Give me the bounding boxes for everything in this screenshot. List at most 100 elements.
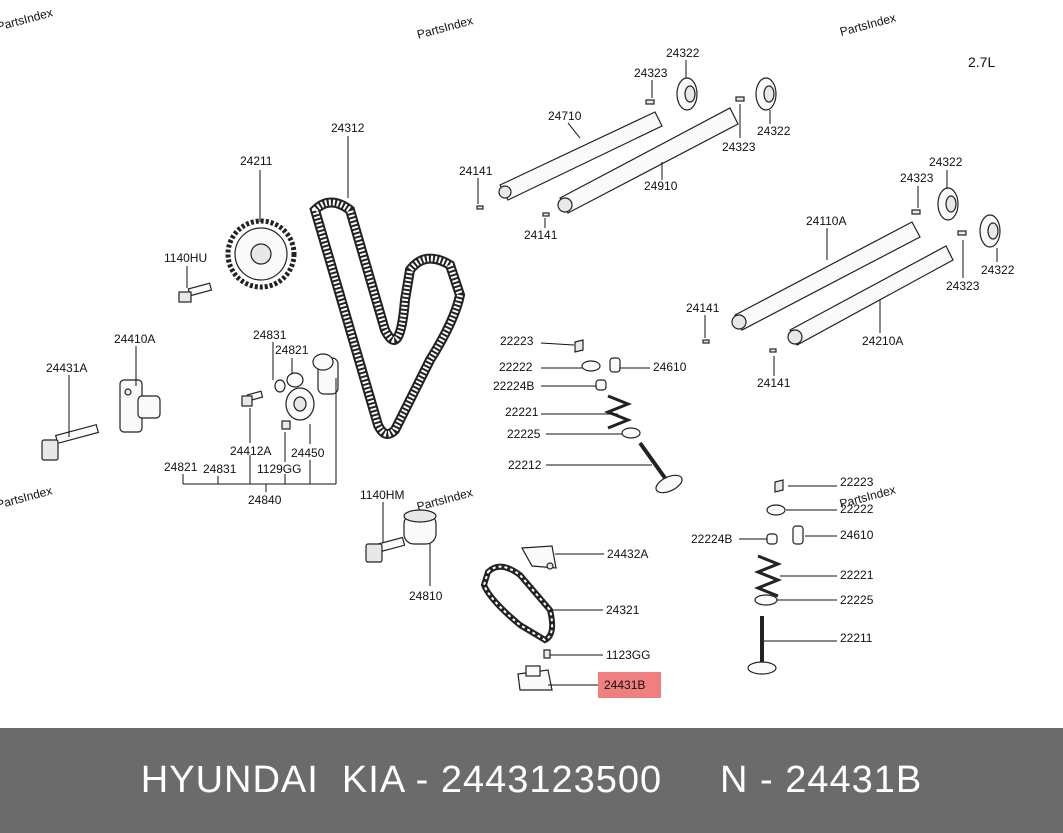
tensioner-24431b-drawing (517, 665, 553, 691)
key-24323-d (957, 230, 967, 236)
label-22221-a: 22221 (505, 405, 539, 419)
label-1140hm: 1140HM (360, 488, 404, 502)
lifter-24610-b-drawing (792, 525, 804, 545)
label-24831: 24831 (253, 328, 287, 342)
washer-24831-drawing (274, 379, 286, 393)
pin-24141-b (542, 212, 550, 217)
valve-22211-drawing (747, 616, 777, 675)
footer-brand-number: HYUNDAI KIA - 2443123500 (140, 759, 663, 801)
label-24410a: 24410A (114, 332, 155, 346)
bolt-24412a-drawing (241, 390, 264, 407)
label-24141-a: 24141 (459, 164, 493, 178)
bolt-1123gg-drawing (543, 649, 551, 659)
keeper-22223-b-drawing (774, 479, 784, 493)
label-24210a: 24210A (862, 334, 903, 348)
idler-24450-drawing (285, 353, 339, 421)
label-22222-b: 22222 (840, 502, 874, 516)
seat-22225-b-drawing (754, 594, 778, 606)
label-22223-b: 22223 (840, 475, 874, 489)
label-24610-a: 24610 (653, 360, 687, 374)
label-1123gg: 1123GG (606, 648, 650, 662)
idler-24810-drawing (403, 509, 437, 545)
camshaft-24710-drawing (498, 111, 663, 201)
parts-diagram: PartsIndex PartsIndex PartsIndex PartsIn… (0, 5, 1015, 698)
label-22224b-a: 22224B (493, 379, 534, 393)
label-24323-c: 24323 (900, 171, 934, 185)
highlight-24431b (598, 672, 661, 698)
watermark-4: PartsIndex (0, 483, 54, 511)
label-24323-d: 24323 (946, 279, 980, 293)
seat-22225-drawing (621, 427, 641, 439)
watermark-3: PartsIndex (838, 11, 897, 39)
label-22221-b: 22221 (840, 568, 874, 582)
keeper-22223-drawing (574, 339, 584, 353)
spring-22221-b-drawing (753, 554, 783, 598)
label-24821-b: 24821 (164, 460, 198, 474)
label-24450: 24450 (291, 446, 325, 460)
label-24323-a: 24323 (634, 66, 668, 80)
engine-label: 2.7L (968, 54, 995, 70)
chain-24321-drawing (480, 563, 556, 644)
label-22222-a: 22222 (499, 360, 533, 374)
shim-22224b-drawing (595, 379, 607, 391)
pin-24141-d (769, 348, 777, 353)
camshaft-24910-drawing (557, 107, 739, 214)
bolt-1129gg-drawing (281, 420, 291, 430)
pin-24141-c (702, 339, 710, 344)
label-24141-b: 24141 (524, 228, 558, 242)
label-24141-d: 24141 (757, 376, 791, 390)
label-24321: 24321 (606, 603, 640, 617)
label-24910: 24910 (644, 179, 678, 193)
label-24431b: 24431B (604, 678, 645, 692)
label-24610-b: 24610 (840, 528, 874, 542)
key-24323-c (911, 209, 921, 215)
label-24322-b: 24322 (757, 124, 791, 138)
label-22211: 22211 (840, 631, 873, 645)
key-24323-b (735, 96, 745, 102)
label-24840: 24840 (248, 493, 282, 507)
label-24710: 24710 (548, 109, 582, 123)
pin-24141-a (476, 205, 484, 210)
bolt-24431a-drawing (41, 423, 100, 461)
footer-part-number: N - 24431B (719, 759, 923, 801)
label-22225-a: 22225 (507, 427, 541, 441)
label-24141-c: 24141 (686, 301, 720, 315)
label-1129gg: 1129GG (257, 462, 301, 476)
part-number-footer: HYUNDAI KIA - 2443123500 N - 24431B (0, 728, 1063, 833)
spring-22221-drawing (603, 394, 633, 430)
valve-22212-drawing (638, 441, 683, 494)
label-1140hu: 1140HU (164, 251, 207, 265)
label-24110a: 24110A (806, 214, 846, 228)
sprocket-24322-top-left (676, 77, 698, 111)
label-22212: 22212 (508, 458, 542, 472)
watermark-2: PartsIndex (415, 13, 474, 41)
label-24821: 24821 (275, 343, 309, 357)
timing-belt-24312-drawing (309, 197, 466, 439)
retainer-22222-drawing (581, 360, 601, 372)
sprocket-24322-right-bottom (979, 214, 1001, 248)
label-22225-b: 22225 (840, 593, 874, 607)
shim-22224b-b-drawing (766, 533, 778, 545)
label-24412a: 24412A (230, 444, 271, 458)
guide-24432a-drawing (521, 545, 557, 570)
label-24322-a: 24322 (666, 46, 700, 60)
label-24810: 24810 (409, 589, 443, 603)
sprocket-24322-top-right (755, 77, 777, 111)
crank-sprocket-24211-drawing (225, 218, 297, 290)
label-24831-b: 24831 (203, 462, 237, 476)
camshaft-24210a-drawing (787, 245, 954, 346)
watermark-1: PartsIndex (0, 5, 54, 33)
label-24211: 24211 (240, 154, 273, 168)
spacer-24821-drawing (286, 372, 304, 388)
sprocket-24322-right-top (937, 187, 959, 221)
label-24323-b: 24323 (722, 140, 756, 154)
label-24432a: 24432A (607, 547, 648, 561)
bolt-1140hu-drawing (178, 282, 213, 303)
label-24431a: 24431A (46, 361, 87, 375)
camshaft-24110a-drawing (731, 221, 921, 331)
label-24322-c: 24322 (929, 155, 963, 169)
tensioner-24410a-drawing (119, 379, 161, 433)
label-22223-a: 22223 (500, 334, 534, 348)
key-24323-a (645, 99, 655, 105)
retainer-22222-b-drawing (766, 504, 786, 516)
